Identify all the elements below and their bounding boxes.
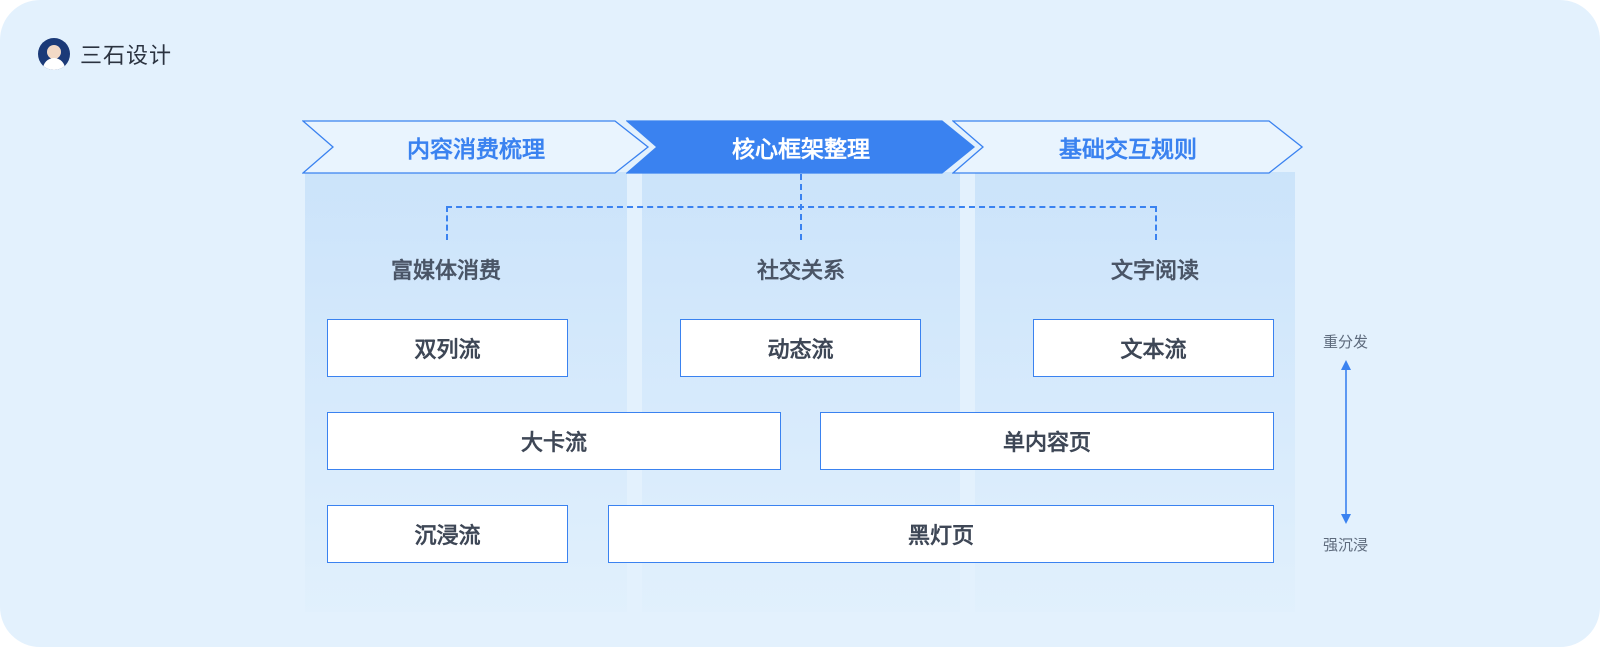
scale-label-bottom: 强沉浸 bbox=[1323, 536, 1369, 554]
double-arrow-icon bbox=[1341, 360, 1351, 524]
stage-interaction-rules: 基础交互规则 bbox=[952, 120, 1304, 174]
connector-branch bbox=[446, 206, 1156, 208]
category-reading: 文字阅读 bbox=[1110, 258, 1199, 284]
connector-left bbox=[446, 206, 448, 240]
pattern-box-lights-off: 黑灯页 bbox=[608, 505, 1274, 563]
stage-label: 核心框架整理 bbox=[732, 136, 870, 163]
stage-label: 内容消费梳理 bbox=[407, 136, 545, 163]
pattern-box-feed: 动态流 bbox=[680, 319, 921, 377]
pattern-box-double-column: 双列流 bbox=[327, 319, 568, 377]
stage-label: 基础交互规则 bbox=[1059, 136, 1197, 163]
avatar-logo-icon bbox=[38, 38, 70, 70]
category-rich-media: 富媒体消费 bbox=[390, 258, 501, 284]
scale-label-top: 重分发 bbox=[1323, 333, 1369, 351]
pattern-box-single-content: 单内容页 bbox=[820, 412, 1274, 470]
stage-content-consumption: 内容消费梳理 bbox=[302, 120, 650, 174]
brand-name: 三石设计 bbox=[80, 44, 173, 69]
pattern-box-big-card: 大卡流 bbox=[327, 412, 781, 470]
brand: 三石设计 bbox=[38, 38, 172, 70]
pattern-box-immersive: 沉浸流 bbox=[327, 505, 568, 563]
connector-right bbox=[1155, 206, 1157, 240]
pattern-box-text-flow: 文本流 bbox=[1033, 319, 1274, 377]
category-social: 社交关系 bbox=[756, 258, 845, 284]
stage-core-framework: 核心框架整理 bbox=[626, 120, 976, 174]
